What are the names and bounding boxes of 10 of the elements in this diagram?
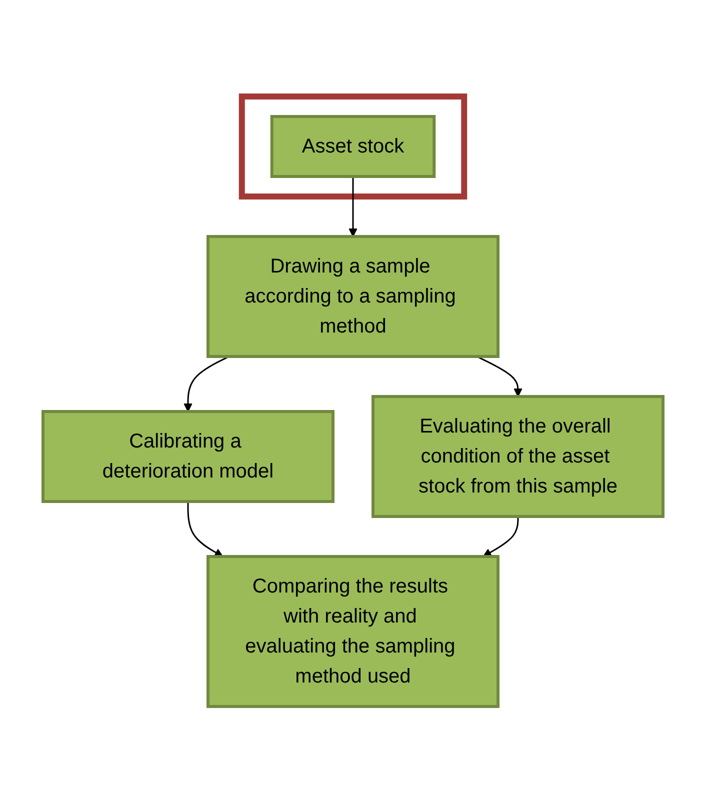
node-box: Comparing the results with reality and evaluating the sampling method used bbox=[206, 555, 499, 708]
arrow bbox=[183, 356, 230, 412]
arrow bbox=[186, 502, 223, 557]
cluster bbox=[238, 94, 467, 200]
arrow bbox=[348, 176, 357, 237]
node-box: Asset stock bbox=[270, 115, 436, 178]
node-box: Calibrating a deterioration model bbox=[41, 410, 334, 503]
node-box: Evaluating the overall condition of the asset stock from this sample bbox=[371, 395, 664, 518]
arrow bbox=[482, 516, 518, 557]
node-box: Drawing a sample according to a sampling method bbox=[206, 235, 499, 358]
